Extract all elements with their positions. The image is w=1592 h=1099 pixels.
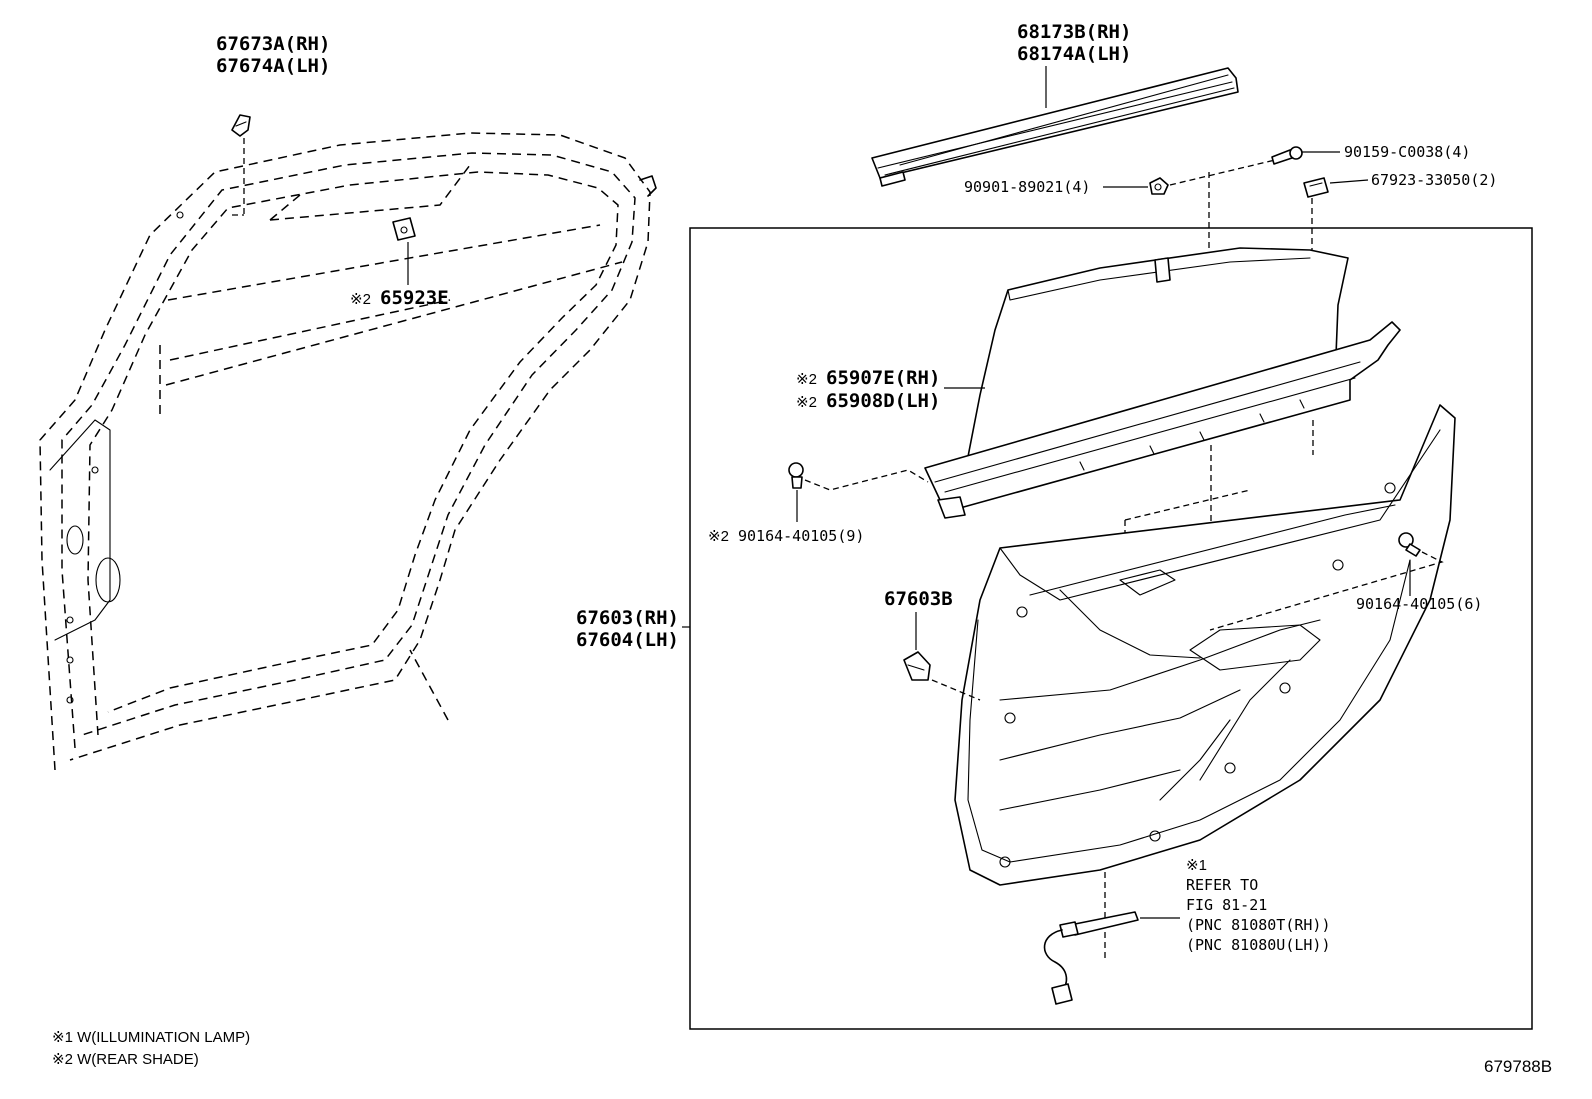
- label-shade-mark-2: ※2: [796, 394, 817, 411]
- label-lamp-line4: (PNC 81080U(LH)): [1186, 936, 1331, 954]
- page-number: 679788B: [1484, 1057, 1552, 1076]
- nut-icon: [1149, 177, 1169, 195]
- assembly-frame: [689, 227, 1533, 1030]
- cap-leader: [1329, 179, 1369, 184]
- label-weatherstrip-lh: 68174A(LH): [1017, 43, 1131, 65]
- clip-b-dash: [931, 679, 981, 701]
- cap-icon: [1303, 177, 1329, 198]
- footnote-2: ※2 W(REAR SHADE): [52, 1051, 199, 1068]
- label-shade-rh: 65907E(RH): [826, 367, 940, 389]
- label-screw: 90159-C0038(4): [1344, 143, 1470, 161]
- label-shade-lh: 65908D(LH): [826, 390, 940, 412]
- label-nut: 90901-89021(4): [964, 178, 1090, 196]
- screw-9-dash: [804, 469, 929, 491]
- label-screw6: 90164-40105(6): [1356, 595, 1482, 613]
- door-trim-panel-icon: [954, 404, 1456, 886]
- label-lamp-mark: ※1: [1186, 857, 1207, 874]
- label-clip-part: 65923E: [380, 287, 449, 309]
- label-lamp-line3: (PNC 81080T(RH)): [1186, 916, 1331, 934]
- label-clip-b: 67603B: [884, 588, 953, 610]
- label-weatherstrip-rh: 68173B(RH): [1017, 21, 1131, 43]
- label-cap: 67923-33050(2): [1371, 171, 1497, 189]
- clip-b-icon: [903, 651, 931, 681]
- nut-screw-dash: [1169, 159, 1276, 186]
- illumination-lamp-icon: [1043, 911, 1139, 1005]
- screw-9-icon: [788, 462, 804, 489]
- align-dash-7: [1124, 489, 1251, 521]
- label-panel-rh: 67603(RH): [576, 607, 679, 629]
- label-screw9-mark: ※2: [708, 528, 729, 545]
- clip-icon: [392, 217, 416, 241]
- hook-bracket-icon: [231, 114, 251, 137]
- label-clip-mark: ※2: [350, 291, 371, 308]
- weatherstrip-icon: [871, 67, 1239, 187]
- label-lamp-line1: REFER TO: [1186, 876, 1258, 894]
- footnote-1: ※1 W(ILLUMINATION LAMP): [52, 1029, 250, 1046]
- screw-6-dash: [1209, 551, 1444, 631]
- screw-icon: [1271, 146, 1303, 165]
- rear-door-outline: [39, 132, 657, 771]
- label-lamp-line2: FIG 81-21: [1186, 896, 1267, 914]
- rear-shade-icon: [924, 247, 1401, 519]
- label-shade-mark-1: ※2: [796, 371, 817, 388]
- label-screw9: 90164-40105(9): [738, 527, 864, 545]
- label-panel-lh: 67604(LH): [576, 629, 679, 651]
- label-hook-lh: 67674A(LH): [216, 55, 330, 77]
- label-hook-rh: 67673A(RH): [216, 33, 330, 55]
- screw-6-icon: [1398, 532, 1421, 557]
